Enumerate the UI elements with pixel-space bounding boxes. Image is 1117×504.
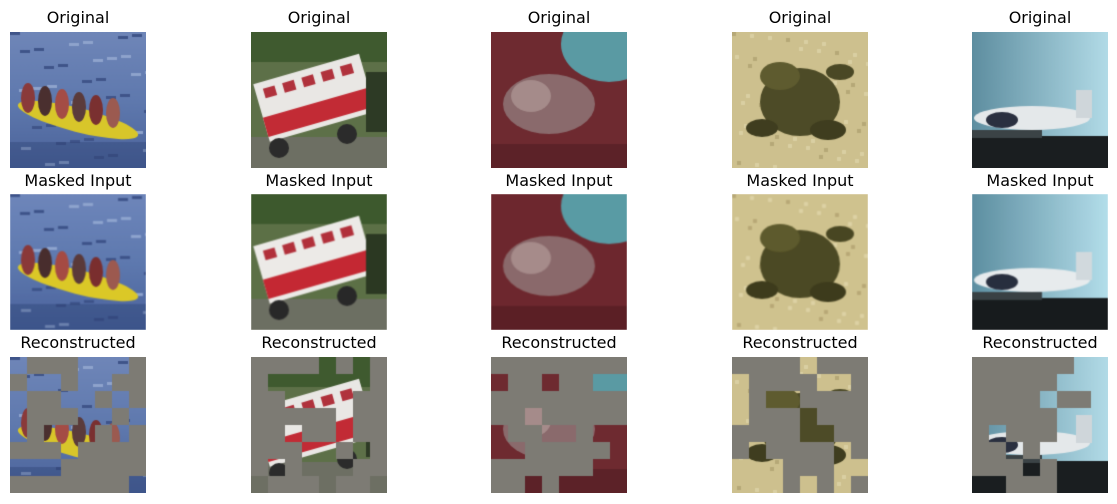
original-image	[972, 32, 1108, 168]
masked-input-image	[732, 194, 868, 330]
reconstructed-image	[491, 357, 627, 493]
original-image	[10, 32, 146, 168]
panel-title: Masked Input	[265, 171, 373, 190]
panel-title: Original	[1008, 8, 1072, 27]
panel-title: Original	[527, 8, 591, 27]
panel-title: Reconstructed	[20, 333, 136, 352]
panel-title: Masked Input	[505, 171, 613, 190]
panel-title: Masked Input	[24, 171, 132, 190]
reconstructed-image	[251, 357, 387, 493]
panel-title: Reconstructed	[261, 333, 377, 352]
panel-title: Reconstructed	[501, 333, 617, 352]
panel-title: Masked Input	[746, 171, 854, 190]
panel-title: Reconstructed	[742, 333, 858, 352]
panel-title: Original	[46, 8, 110, 27]
reconstructed-image	[10, 357, 146, 493]
panel-title: Original	[287, 8, 351, 27]
panel-title: Original	[768, 8, 832, 27]
masked-input-image	[491, 194, 627, 330]
reconstructed-image	[732, 357, 868, 493]
original-image	[251, 32, 387, 168]
reconstructed-image	[972, 357, 1108, 493]
original-image	[491, 32, 627, 168]
original-image	[732, 32, 868, 168]
panel-title: Reconstructed	[982, 333, 1098, 352]
masked-input-image	[972, 194, 1108, 330]
masked-input-image	[251, 194, 387, 330]
masked-input-image	[10, 194, 146, 330]
panel-title: Masked Input	[986, 171, 1094, 190]
